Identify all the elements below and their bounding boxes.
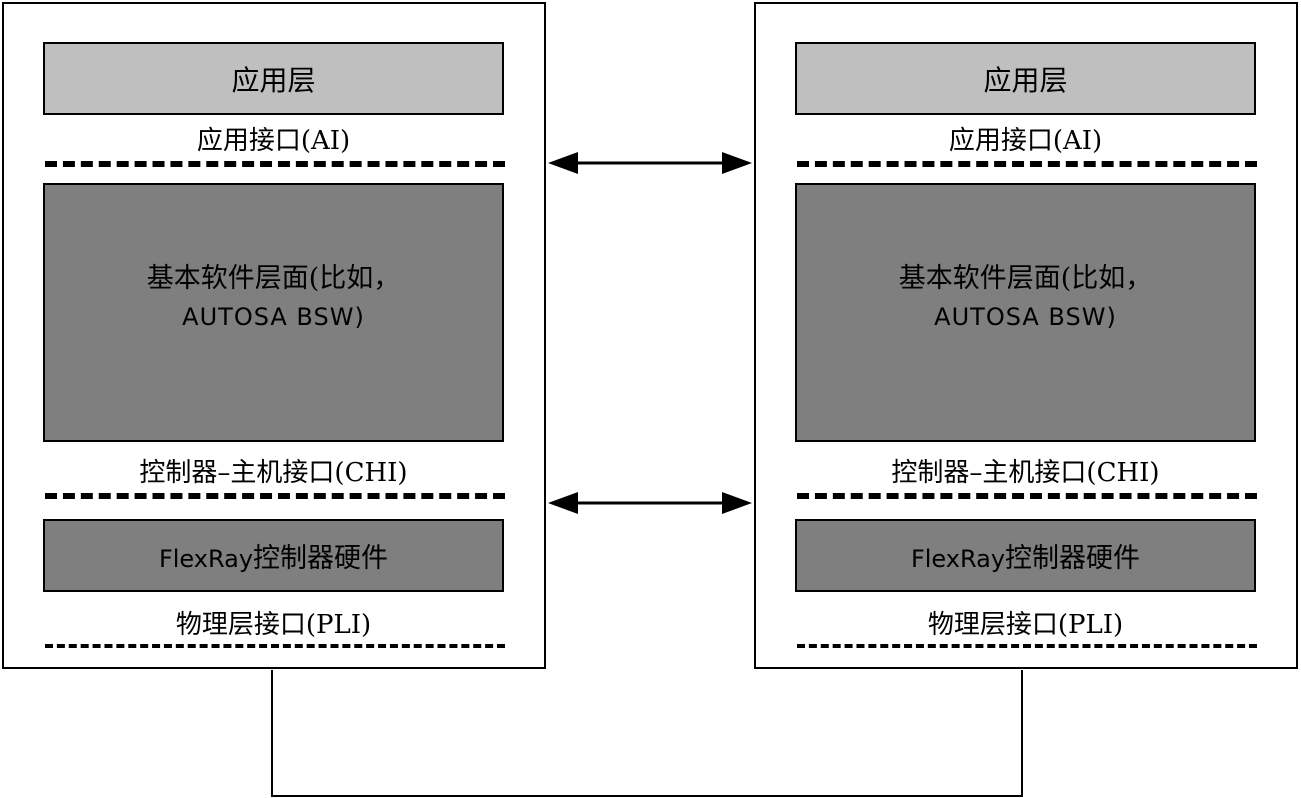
chi-level-double-arrow bbox=[548, 492, 752, 514]
physical-bus-line bbox=[271, 670, 1023, 797]
pli-interface-label: 物理层接口(PLI) bbox=[175, 610, 372, 640]
bsw-layer-box: 基本软件层面(比如， AUTOSA BSW) bbox=[795, 183, 1256, 442]
bsw-layer-label-line2: AUTOSA BSW) bbox=[934, 302, 1117, 331]
controller-hardware-label-latin: FlexRay bbox=[910, 545, 1006, 573]
application-layer-box: 应用层 bbox=[43, 42, 504, 115]
pli-interface-dashed-line bbox=[797, 644, 1257, 648]
node-left-box: 应用层 应用接口(AI) 基本软件层面(比如， AUTOSA BSW) 控制器–… bbox=[2, 2, 546, 669]
ai-level-double-arrow bbox=[548, 152, 752, 174]
chi-interface-label: 控制器–主机接口(CHI) bbox=[891, 458, 1160, 488]
controller-hardware-box: FlexRay控制器硬件 bbox=[795, 519, 1256, 592]
bsw-layer-label-line2: AUTOSA BSW) bbox=[182, 302, 365, 331]
controller-hardware-label-cjk: 控制器硬件 bbox=[1005, 543, 1141, 574]
node-right-box: 应用层 应用接口(AI) 基本软件层面(比如， AUTOSA BSW) 控制器–… bbox=[754, 2, 1298, 669]
controller-hardware-label: FlexRay控制器硬件 bbox=[911, 536, 1140, 575]
ai-interface-dashed-line bbox=[45, 161, 505, 167]
controller-hardware-label-cjk: 控制器硬件 bbox=[253, 543, 389, 574]
ai-interface-dashed-line bbox=[797, 161, 1257, 167]
application-layer-label: 应用层 bbox=[983, 63, 1068, 97]
controller-hardware-box: FlexRay控制器硬件 bbox=[43, 519, 504, 592]
application-layer-label: 应用层 bbox=[231, 63, 316, 97]
ai-interface-label: 应用接口(AI) bbox=[196, 126, 351, 156]
pli-interface-dashed-line bbox=[45, 644, 505, 648]
bsw-layer-label-line1: 基本软件层面(比如， bbox=[898, 262, 1153, 294]
ai-interface-label: 应用接口(AI) bbox=[948, 126, 1103, 156]
pli-interface-label: 物理层接口(PLI) bbox=[927, 610, 1124, 640]
chi-interface-label: 控制器–主机接口(CHI) bbox=[139, 458, 408, 488]
bsw-layer-box: 基本软件层面(比如， AUTOSA BSW) bbox=[43, 183, 504, 442]
controller-hardware-label-latin: FlexRay bbox=[158, 545, 254, 573]
chi-interface-dashed-line bbox=[797, 493, 1257, 499]
application-layer-box: 应用层 bbox=[795, 42, 1256, 115]
bsw-layer-label-line1: 基本软件层面(比如， bbox=[146, 262, 401, 294]
controller-hardware-label: FlexRay控制器硬件 bbox=[159, 536, 388, 575]
chi-interface-dashed-line bbox=[45, 493, 505, 499]
